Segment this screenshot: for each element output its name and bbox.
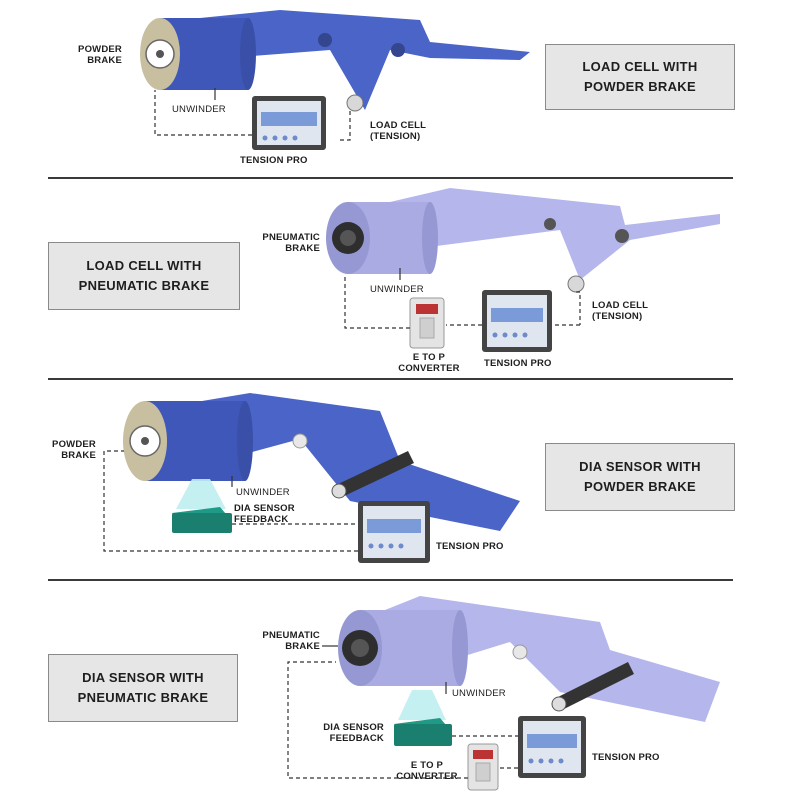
label-controller: TENSION PRO — [592, 752, 660, 763]
label-controller: TENSION PRO — [240, 155, 308, 166]
label-converter: E TO P CONVERTER — [398, 352, 460, 374]
panel-title-box: DIA SENSOR WITH POWDER BRAKE — [545, 443, 735, 511]
tension-pro-icon — [252, 96, 326, 150]
panel-title-box: LOAD CELL WITH PNEUMATIC BRAKE — [48, 242, 240, 310]
label-brake: PNEUMATIC BRAKE — [262, 232, 320, 254]
diagram-dia-sensor-powder-brake — [103, 393, 520, 563]
section-divider — [48, 579, 733, 581]
label-sensor: DIA SENSOR FEEDBACK — [323, 722, 384, 744]
web-material — [190, 393, 520, 531]
section-divider — [48, 378, 733, 380]
idler-roller — [615, 229, 629, 243]
diagram-load-cell-powder-brake — [140, 10, 530, 150]
sensor-beam — [176, 479, 226, 509]
section-divider — [48, 177, 733, 179]
idler-roller — [318, 33, 332, 47]
tension-pro-icon — [358, 501, 430, 563]
panel-dia-sensor-powder-brake: POWDER BRAKE UNWINDER DIA SENSOR FEEDBAC… — [0, 381, 800, 579]
tension-pro-icon — [482, 290, 552, 352]
label-unwinder: UNWINDER — [452, 688, 506, 699]
label-controller: TENSION PRO — [484, 358, 552, 369]
load-cell-icon — [567, 275, 585, 293]
panel-title: LOAD CELL WITH PNEUMATIC BRAKE — [78, 258, 210, 293]
idler-roller — [512, 644, 528, 660]
label-sensor: DIA SENSOR FEEDBACK — [234, 503, 295, 525]
label-unwinder: UNWINDER — [370, 284, 424, 295]
panel-title: LOAD CELL WITH POWDER BRAKE — [582, 59, 698, 94]
panel-load-cell-pneumatic-brake: PNEUMATIC BRAKE UNWINDER LOAD CELL (TENS… — [0, 180, 800, 378]
diagram-load-cell-pneumatic-brake — [326, 188, 720, 352]
label-load-cell: LOAD CELL (TENSION) — [370, 120, 427, 142]
label-controller: TENSION PRO — [436, 541, 504, 552]
signal-line — [154, 90, 252, 136]
label-load-cell: LOAD CELL (TENSION) — [592, 300, 649, 322]
label-unwinder: UNWINDER — [172, 104, 226, 115]
idler-roller — [544, 218, 556, 230]
guide-roller-icon — [331, 451, 414, 499]
signal-line — [344, 275, 410, 329]
label-converter: E TO P CONVERTER — [396, 760, 458, 782]
idler-roller — [391, 43, 405, 57]
web-material — [200, 10, 530, 110]
panel-load-cell-powder-brake: POWDER BRAKE UNWINDER LOAD CELL (TENSION… — [0, 0, 800, 178]
guide-roller-icon — [551, 662, 634, 712]
dia-sensor-icon — [394, 718, 452, 746]
signal-line — [103, 450, 358, 552]
panel-title-box: LOAD CELL WITH POWDER BRAKE — [545, 44, 735, 110]
label-brake: POWDER BRAKE — [52, 439, 96, 461]
panel-dia-sensor-pneumatic-brake: PNEUMATIC BRAKE UNWINDER DIA SENSOR FEED… — [0, 582, 800, 800]
signal-line — [287, 661, 468, 779]
panel-title-box: DIA SENSOR WITH PNEUMATIC BRAKE — [48, 654, 238, 722]
diagram-dia-sensor-pneumatic-brake — [287, 596, 720, 791]
idler-roller — [292, 433, 308, 449]
e-to-p-converter-icon — [467, 743, 499, 791]
tension-pro-icon — [518, 716, 586, 778]
signal-line — [340, 110, 351, 141]
panel-title: DIA SENSOR WITH PNEUMATIC BRAKE — [77, 670, 209, 705]
dia-sensor-icon — [172, 507, 232, 533]
web-material — [390, 188, 720, 280]
panel-title: DIA SENSOR WITH POWDER BRAKE — [579, 459, 701, 494]
label-brake: POWDER BRAKE — [78, 44, 122, 66]
load-cell-icon — [346, 94, 364, 112]
e-to-p-converter-icon — [409, 297, 445, 349]
sensor-beam — [398, 690, 446, 720]
label-brake: PNEUMATIC BRAKE — [262, 630, 320, 652]
label-unwinder: UNWINDER — [236, 487, 290, 498]
